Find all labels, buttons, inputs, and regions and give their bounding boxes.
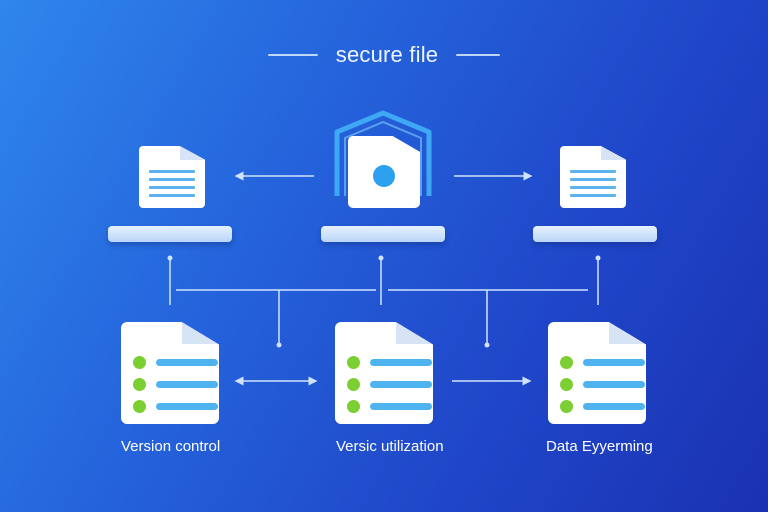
connector-node [167,255,173,261]
title-rule-right [456,54,501,56]
title-rule-left [267,54,318,56]
connector-node [484,342,490,348]
checklist-file-icon [335,322,433,424]
connector-node [595,255,601,261]
checklist-file-icon [121,322,219,424]
storage-shelf-left [108,226,232,242]
storage-shelf-center [321,226,445,242]
node-label-data-eyyerming: Data Eyyerming [546,438,653,455]
connector-node [276,342,282,348]
diagram-header: secure file [0,40,768,70]
vault-inner-outline [344,120,422,196]
storage-shelf-right [533,226,657,242]
file-lines-icon [560,146,626,208]
lock-dot-icon [373,165,395,187]
diagram-title: secure file [335,42,439,67]
node-label-versic-utilization: Versic utilization [336,438,444,455]
vault-file-icon [348,136,420,208]
checklist-file-icon [548,322,646,424]
connector-node [378,255,384,261]
file-lines-icon [139,146,205,208]
vault-outline-icon [334,110,432,196]
node-label-version-control: Version control [121,438,221,455]
